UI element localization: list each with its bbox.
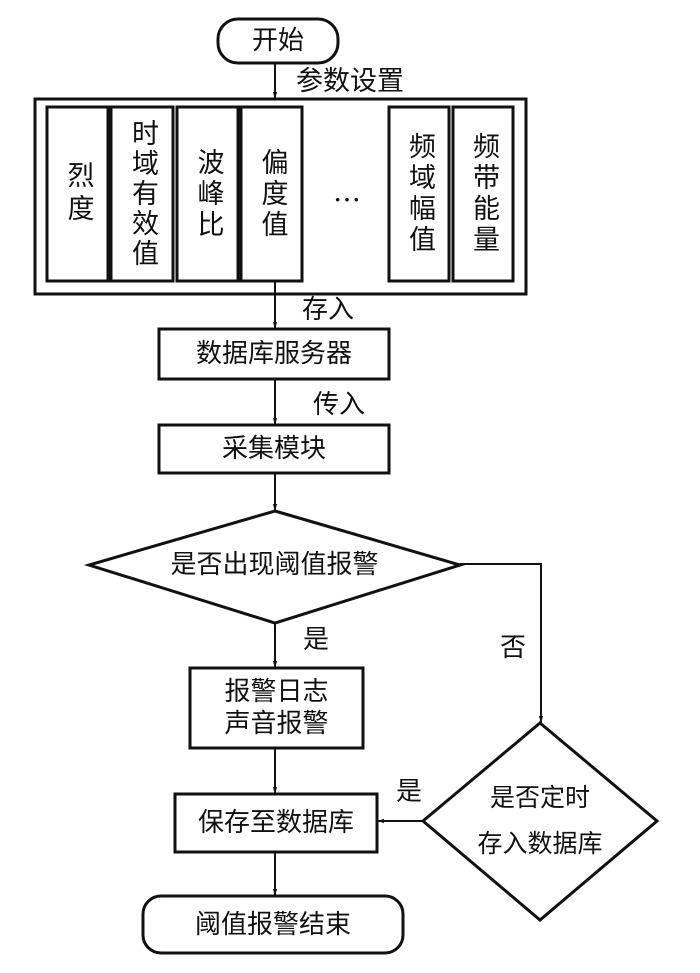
- db-server-box: 数据库服务器: [159, 329, 389, 379]
- param-col-2: 波峰比: [177, 107, 238, 281]
- params-label: 参数设置: [296, 66, 404, 97]
- end-terminal-shape: [141, 894, 405, 955]
- params-ellipsis: …: [333, 175, 361, 208]
- decision2: 是否定时 存入数据库: [433, 776, 647, 866]
- param-col-text: 偏度值: [256, 147, 288, 241]
- alarm-box-line2: 声音报警: [224, 709, 329, 739]
- no1-label: 否: [500, 633, 527, 663]
- param-col-2-shape: [175, 105, 240, 283]
- param-col-1: 时域有效值: [111, 107, 173, 281]
- alarm-box-shape: [188, 666, 365, 750]
- param-col-0-shape: [45, 105, 110, 283]
- params-group-box: [33, 97, 528, 296]
- param-col-text: 时域有效值: [127, 119, 158, 269]
- start-label: 开始: [251, 26, 304, 56]
- decision2-line2: 存入数据库: [477, 829, 603, 858]
- store-label: 存入: [302, 295, 355, 325]
- db-server-label: 数据库服务器: [195, 339, 352, 369]
- param-col-text: 频域幅值: [404, 132, 435, 256]
- param-col-text: 波峰比: [192, 147, 224, 241]
- param-col-3: 偏度值: [241, 107, 302, 281]
- decision2-diamond: [420, 721, 660, 922]
- yes2-label: 是: [396, 777, 423, 807]
- alarm-box-line1: 报警日志: [224, 677, 329, 707]
- start-terminal: 开始: [218, 19, 338, 63]
- param-col-text: 烈度: [62, 161, 94, 227]
- collect-module-box: 采集模块: [159, 425, 389, 473]
- decision2-line1: 是否定时: [489, 783, 590, 812]
- param-col-4: 频域幅值: [389, 107, 449, 281]
- param-col-4-shape: [387, 105, 451, 283]
- end-terminal: 阈值报警结束: [143, 896, 403, 953]
- decision1-label: 是否出现阈值报警: [170, 550, 379, 580]
- save-db-box: 保存至数据库: [175, 794, 377, 852]
- collect-module-label: 采集模块: [221, 434, 326, 464]
- alarm-box: 报警日志 声音报警: [190, 668, 363, 748]
- param-col-5: 频带能量: [453, 107, 513, 281]
- start-terminal-shape: [216, 17, 340, 65]
- param-col-0: 烈度: [47, 107, 108, 281]
- param-col-3-shape: [239, 105, 304, 283]
- param-col-5-shape: [451, 105, 515, 283]
- param-col-1-shape: [109, 105, 175, 283]
- yes1-label: 是: [303, 625, 330, 655]
- transfer-label: 传入: [313, 390, 366, 420]
- arrow-decision1-no: [460, 563, 544, 723]
- end-label: 阈值报警结束: [194, 909, 351, 940]
- save-db-label: 保存至数据库: [197, 808, 354, 838]
- decision1: 是否出现阈值报警: [89, 540, 460, 590]
- param-col-text: 频带能量: [468, 132, 499, 256]
